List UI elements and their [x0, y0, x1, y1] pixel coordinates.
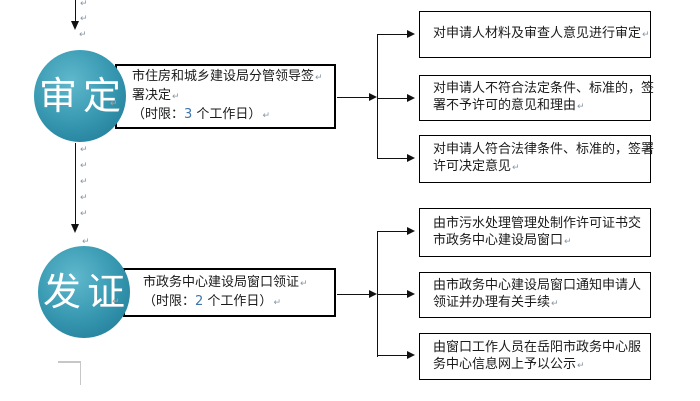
detail-box-line: 对申请人符合法律条件、标准的，签署: [433, 141, 654, 158]
approval-branch-rail-line: [377, 34, 379, 159]
issuance-stage-box: 市政务中心建设局窗口领证↵ （时限：2 个工作日）↵: [123, 268, 336, 317]
time-limit-days: 3: [184, 107, 193, 122]
detail-box-text: 对申请人材料及审查人意见进行审定: [433, 26, 642, 41]
page-corner-mark: [58, 361, 81, 363]
detail-box-line: 由窗口工作人员在岳阳市政务中心服: [433, 339, 645, 356]
issuance-branch3-line: [378, 355, 408, 357]
return-mark: ↵: [273, 297, 281, 308]
approval-branch2-arrow-head-icon: [407, 94, 415, 102]
approval-box-line: 市住房和城乡建设局分管领导签↵: [132, 68, 330, 87]
return-mark: ↵: [642, 30, 650, 40]
approval-main-arrow-head-icon: [369, 93, 377, 101]
approval-branch1-line: [378, 34, 408, 36]
entry-arrow-head-icon: [71, 21, 79, 30]
issuance-branch1-line: [378, 231, 408, 233]
detail-box-line: 对申请人材料及审查人意见进行审定↵: [433, 25, 650, 44]
issuance-box-text: 市政务中心建设局窗口领证: [143, 274, 300, 290]
approval-stage-label: 审定: [39, 74, 128, 118]
return-mark: ↵: [315, 73, 323, 83]
time-limit-suffix: 个工作日）: [203, 293, 273, 309]
approval-detail-box-3: 对申请人符合法律条件、标准的，签署 许可决定意见↵: [419, 135, 654, 183]
detail-box-text: 对申请人符合法律条件、标准的，签署: [433, 142, 655, 157]
entry-arrow-line: [75, 0, 77, 22]
return-mark: ↵: [551, 299, 559, 309]
issuance-branch-rail-line: [377, 231, 379, 357]
detail-box-line: 署不予许可的意见和理由↵: [433, 97, 645, 116]
issuance-stage-label: 发证: [43, 270, 132, 314]
issuance-main-connector-line: [337, 294, 370, 296]
return-mark: ↵: [172, 92, 180, 102]
page-corner-mark: [79, 361, 81, 385]
detail-box-text: 对申请人不符合法定条件、标准的，签: [433, 81, 655, 96]
detail-box-line: 对申请人不符合法定条件、标准的，签: [433, 80, 654, 97]
interstage-arrow-line: [75, 143, 77, 225]
return-mark: ↵: [80, 145, 88, 155]
detail-box-line: 领证并办理有关手续↵: [433, 294, 645, 313]
approval-box-text: 市住房和城乡建设局分管领导签: [132, 69, 315, 84]
approval-branch2-line: [378, 98, 408, 100]
approval-box-text: 署决定: [132, 88, 172, 103]
detail-box-line: 由市政务中心建设局窗口通知申请人: [433, 277, 645, 294]
approval-box-line: 署决定↵: [132, 87, 330, 106]
return-mark: ↵: [80, 177, 88, 187]
issuance-detail-box-2: 由市政务中心建设局窗口通知申请人 领证并办理有关手续↵: [419, 272, 651, 318]
time-limit-suffix: 个工作日）: [192, 107, 262, 122]
detail-box-text: 由窗口工作人员在岳阳市政务中心服: [433, 339, 642, 355]
issuance-box-time-limit: （时限：2 个工作日）↵: [143, 293, 330, 312]
return-mark: ↵: [82, 237, 90, 247]
detail-box-text: 由市污水处理管理处制作许可证书交: [433, 215, 642, 231]
detail-box-text: 署不予许可的意见和理由: [433, 98, 577, 113]
detail-box-line: 许可决定意见↵: [433, 158, 645, 177]
approval-box-time-limit: （时限：3 个工作日）↵: [132, 106, 330, 125]
return-mark: ↵: [80, 0, 88, 9]
return-mark: ↵: [577, 360, 585, 371]
issuance-branch3-arrow-head-icon: [407, 351, 415, 359]
approval-branch1-arrow-head-icon: [407, 30, 415, 38]
issuance-branch1-arrow-head-icon: [407, 227, 415, 235]
return-mark: ↵: [80, 209, 88, 219]
return-mark: ↵: [300, 278, 308, 289]
issuance-detail-box-1: 由市污水处理管理处制作许可证书交 市政务中心建设局窗口↵: [419, 208, 651, 257]
approval-detail-box-2: 对申请人不符合法定条件、标准的，签 署不予许可的意见和理由↵: [419, 75, 654, 121]
issuance-box-line: 市政务中心建设局窗口领证↵: [143, 274, 330, 293]
time-limit-prefix: （时限：: [132, 107, 185, 122]
return-mark: ↵: [80, 193, 88, 203]
interstage-arrow-head-icon: [71, 224, 79, 233]
approval-main-connector-line: [337, 97, 370, 99]
detail-box-text: 市政务中心建设局窗口: [433, 232, 564, 248]
approval-stage-circle: 审定: [34, 50, 126, 142]
return-mark: ↵: [79, 30, 87, 40]
return-mark: ↵: [564, 236, 572, 247]
detail-box-line: 市政务中心建设局窗口↵: [433, 232, 645, 251]
issuance-branch2-line: [378, 294, 408, 296]
issuance-branch2-arrow-head-icon: [407, 290, 415, 298]
issuance-stage-circle: 发证: [38, 246, 130, 338]
return-mark: ↵: [512, 163, 520, 173]
detail-box-text: 由市政务中心建设局窗口通知申请人: [433, 278, 642, 293]
detail-box-line: 务中心信息网上予以公示↵: [433, 356, 645, 375]
time-limit-days: 2: [195, 293, 204, 309]
return-mark: ↵: [80, 161, 88, 171]
approval-detail-box-1: 对申请人材料及审查人意见进行审定↵: [419, 11, 651, 58]
detail-box-text: 务中心信息网上予以公示: [433, 356, 577, 372]
time-limit-prefix: （时限：: [143, 293, 196, 309]
return-mark: ↵: [262, 111, 270, 121]
issuance-main-arrow-head-icon: [369, 290, 377, 298]
return-mark: ↵: [112, 297, 120, 307]
detail-box-text: 领证并办理有关手续: [433, 295, 551, 310]
detail-box-text: 许可决定意见: [433, 159, 512, 174]
return-mark: ↵: [80, 14, 88, 24]
issuance-detail-box-3: 由窗口工作人员在岳阳市政务中心服 务中心信息网上予以公示↵: [419, 333, 651, 380]
return-mark: ↵: [577, 102, 585, 112]
return-mark: ↵: [110, 99, 118, 109]
approval-stage-box: 市住房和城乡建设局分管领导签↵ 署决定↵ （时限：3 个工作日）↵: [115, 64, 336, 129]
detail-box-line: 由市污水处理管理处制作许可证书交: [433, 215, 645, 232]
approval-branch3-arrow-head-icon: [407, 154, 415, 162]
approval-branch3-line: [378, 158, 408, 160]
